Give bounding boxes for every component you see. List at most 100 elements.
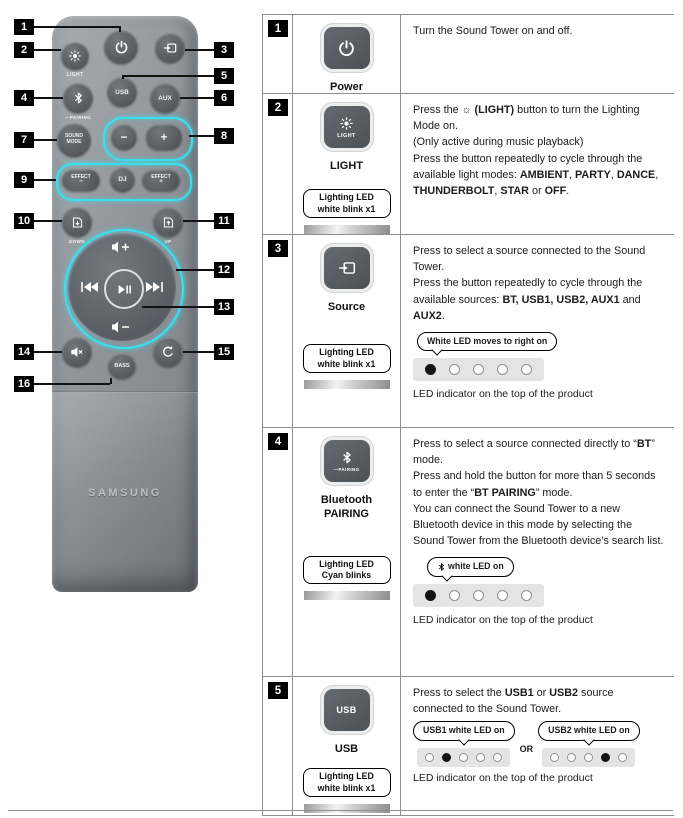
remote-lower-sheen bbox=[52, 393, 198, 592]
callout-2: 2 bbox=[14, 42, 34, 58]
callout-8: 8 bbox=[214, 128, 234, 144]
callout-line bbox=[34, 383, 110, 385]
row-number-cell: 4 bbox=[263, 428, 293, 676]
row-number: 1 bbox=[268, 20, 288, 37]
row-number-cell: 1 bbox=[263, 15, 293, 93]
button-label: LIGHT bbox=[330, 160, 363, 172]
led-caption: LED indicator on the top of the product bbox=[413, 771, 593, 784]
led-off bbox=[618, 752, 628, 762]
sound-mode-label-1: SOUND bbox=[64, 133, 84, 140]
led-gradient-bar bbox=[303, 225, 390, 234]
row-number: 3 bbox=[268, 240, 288, 257]
light-button-label: LIGHT bbox=[66, 72, 84, 78]
remote-seam bbox=[52, 391, 198, 393]
description-text: Press to select a source connected to th… bbox=[413, 245, 646, 322]
description-text: Press the ☼ (LIGHT) button to turn the L… bbox=[413, 104, 659, 197]
led-indicator-strip bbox=[417, 747, 511, 767]
description-cell: Press to select a source connected direc… bbox=[401, 428, 674, 676]
up-label: UP bbox=[164, 239, 172, 244]
led-caption: LED indicator on the top of the product bbox=[413, 614, 593, 627]
effect-minus-button: EFFECT − bbox=[62, 169, 100, 191]
callout-3: 3 bbox=[214, 42, 234, 58]
callout-line bbox=[122, 75, 214, 77]
power-icon bbox=[339, 39, 354, 56]
effect-minus-label: EFFECT bbox=[71, 173, 91, 180]
folder-down-button bbox=[62, 207, 92, 237]
sound-mode-label-2: MODE bbox=[66, 139, 82, 145]
power-icon bbox=[115, 40, 127, 53]
badge-line-1: Lighting LED bbox=[319, 558, 374, 569]
callout-4: 4 bbox=[14, 90, 34, 106]
led-state-callout: White LED moves to right on bbox=[417, 331, 558, 352]
callout-line bbox=[110, 378, 112, 384]
callout-line bbox=[34, 49, 61, 51]
volume-highlight-ring bbox=[103, 117, 193, 161]
row-number: 2 bbox=[268, 99, 288, 116]
previous-track-icon bbox=[81, 282, 98, 292]
callout-16: 16 bbox=[14, 376, 34, 392]
led-gradient-bar bbox=[303, 804, 390, 814]
play-pause-button bbox=[104, 269, 144, 309]
nav-highlight-ring bbox=[64, 229, 184, 349]
led-on bbox=[442, 752, 452, 762]
callout-14: 14 bbox=[14, 344, 34, 360]
callout-11: 11 bbox=[214, 213, 234, 229]
led-off bbox=[493, 752, 503, 762]
effect-plus-label: EFFECT bbox=[151, 173, 171, 180]
led-indicator-strip bbox=[542, 747, 636, 767]
led-off bbox=[584, 752, 594, 762]
dj-button: DJ bbox=[110, 167, 135, 192]
button-label-line-1: Bluetooth bbox=[320, 494, 373, 506]
lighting-led-badge: Lighting LED white blink x1 bbox=[302, 344, 391, 374]
bluetooth-icon bbox=[74, 92, 82, 104]
button-cell: Source Lighting LED white blink x1 bbox=[293, 235, 401, 427]
pairing-inner-label: —PAIRING bbox=[333, 467, 360, 472]
led-off bbox=[473, 364, 484, 376]
badge-line-2: white blink x1 bbox=[317, 358, 376, 369]
table-row-bluetooth: 4 —PAIRING Bluetooth PAIRING Lighting LE… bbox=[263, 428, 674, 677]
mute-icon bbox=[71, 347, 83, 357]
remote-diagram: SAMSUNG LIGHT USB —PAIRING AUX SOUND MOD… bbox=[0, 0, 262, 818]
table-row-usb: 5 USB USB Lighting LED white blink x1 Pr… bbox=[263, 677, 674, 816]
badge-line-1: Lighting LED bbox=[319, 347, 374, 358]
description-cell: Turn the Sound Tower on and off. bbox=[401, 15, 674, 93]
power-button-icon bbox=[323, 27, 370, 69]
led-off bbox=[459, 752, 469, 762]
led-gradient-bar bbox=[303, 380, 390, 390]
led-off bbox=[521, 364, 532, 376]
button-label: Bluetooth PAIRING bbox=[321, 493, 372, 522]
callout-line bbox=[34, 351, 62, 353]
repeat-icon bbox=[163, 346, 173, 357]
bluetooth-icon bbox=[342, 451, 351, 464]
button-label-line-2: PAIRING bbox=[323, 508, 369, 521]
led-indicator-strip bbox=[413, 584, 544, 608]
row-number-cell: 2 bbox=[263, 94, 293, 234]
usb2-led-option: USB2 white LED on bbox=[538, 719, 640, 767]
led-off bbox=[473, 590, 484, 602]
play-pause-icon bbox=[118, 284, 131, 294]
led-off bbox=[497, 590, 508, 602]
lighting-led-badge: Lighting LED white blink x1 bbox=[302, 768, 391, 798]
bluetooth-button bbox=[63, 83, 93, 113]
badge-line-1: Lighting LED bbox=[319, 192, 374, 203]
next-track-icon bbox=[146, 282, 163, 292]
or-label: OR bbox=[519, 744, 534, 755]
page-bottom-rule bbox=[8, 810, 673, 811]
callout-line bbox=[180, 97, 214, 99]
description-cell: Press the ☼ (LIGHT) button to turn the L… bbox=[401, 94, 674, 234]
bluetooth-button-icon: —PAIRING bbox=[323, 440, 370, 482]
usb2-led-callout: USB2 white LED on bbox=[538, 721, 640, 741]
usb-inner-label: USB bbox=[336, 705, 357, 715]
plus-button: + bbox=[146, 124, 182, 150]
aux-button: AUX bbox=[150, 83, 180, 113]
button-cell: Power bbox=[293, 15, 401, 93]
callout-line bbox=[34, 26, 120, 28]
row-number: 5 bbox=[268, 682, 288, 699]
callout-1: 1 bbox=[14, 19, 34, 35]
volume-up-icon bbox=[112, 241, 129, 253]
callout-7: 7 bbox=[14, 132, 34, 148]
button-cell: LIGHT LIGHT Lighting LED white blink x1 bbox=[293, 94, 401, 234]
usb-button-icon: USB bbox=[323, 689, 370, 731]
led-caption: LED indicator on the top of the product bbox=[413, 388, 593, 401]
source-button bbox=[155, 33, 185, 63]
